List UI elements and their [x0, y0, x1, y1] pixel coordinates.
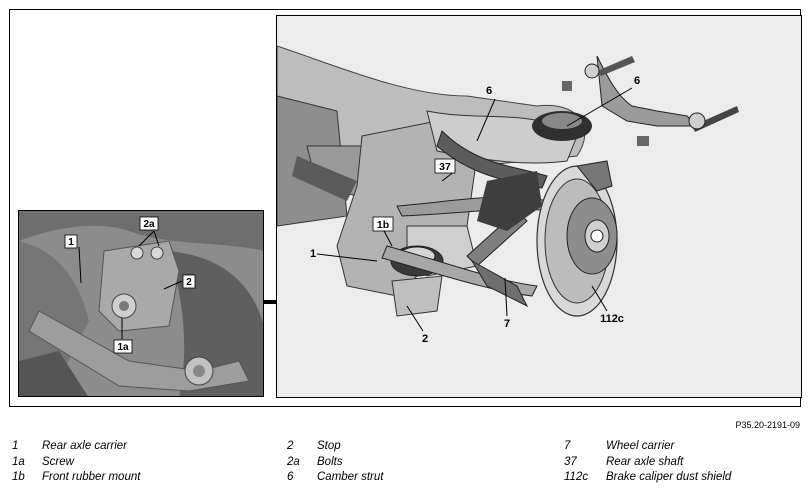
- inset-callout-1a: 1a: [113, 339, 133, 354]
- legend-code: 1b: [12, 471, 25, 483]
- legend-desc: Screw: [42, 456, 74, 468]
- legend-code: 2: [287, 440, 294, 452]
- legend-code: 2a: [287, 456, 300, 468]
- main-callout-6a: 6: [486, 85, 492, 97]
- svg-text:37: 37: [439, 161, 451, 173]
- svg-text:6: 6: [486, 85, 492, 97]
- svg-text:2: 2: [422, 333, 428, 345]
- svg-text:1: 1: [68, 237, 74, 248]
- main-callout-2: 2: [422, 333, 428, 345]
- svg-text:112c: 112c: [600, 313, 624, 325]
- figure-reference: P35.20-2191-09: [735, 420, 800, 430]
- legend-desc: Rear axle carrier: [42, 440, 127, 452]
- main-callout-7: 7: [504, 318, 510, 330]
- main-callout-6b: 6: [634, 75, 640, 87]
- rear-axle-drawing: 6 6 37 1b 1 2 7 112c: [277, 16, 801, 397]
- legend-desc: Front rubber mount: [42, 471, 141, 483]
- inset-callout-1: 1: [64, 234, 78, 249]
- inset-illustration: 1 2a 2 1a: [19, 211, 263, 396]
- legend-desc: Brake caliper dust shield: [606, 471, 732, 483]
- svg-text:1: 1: [310, 248, 316, 260]
- main-callout-1: 1: [310, 248, 316, 260]
- legend-code: 37: [564, 456, 577, 468]
- legend-code: 112c: [564, 471, 589, 483]
- svg-text:2: 2: [186, 277, 192, 288]
- main-callout-37: 37: [434, 158, 456, 174]
- main-callout-112c: 112c: [600, 313, 624, 325]
- legend-desc: Bolts: [317, 456, 343, 468]
- legend-desc: Stop: [317, 440, 341, 452]
- legend-code: 6: [287, 471, 294, 483]
- legend-code: 1a: [12, 456, 25, 468]
- legend-desc: Camber strut: [317, 471, 384, 483]
- main-callout-1b: 1b: [372, 216, 394, 232]
- svg-text:1b: 1b: [377, 219, 389, 231]
- legend-desc: Wheel carrier: [606, 440, 675, 452]
- legend-desc: Rear axle shaft: [606, 456, 684, 468]
- legend-code: 1: [12, 440, 19, 452]
- svg-text:1a: 1a: [117, 342, 129, 353]
- svg-text:2a: 2a: [143, 219, 155, 230]
- inset-callout-2a: 2a: [139, 216, 159, 231]
- legend-code: 7: [564, 440, 571, 452]
- svg-text:6: 6: [634, 75, 640, 87]
- inset-photo: 1 2a 2 1a: [18, 210, 264, 397]
- main-illustration: 6 6 37 1b 1 2 7 112c: [276, 15, 802, 398]
- inset-callout-2: 2: [182, 274, 196, 289]
- svg-text:7: 7: [504, 318, 510, 330]
